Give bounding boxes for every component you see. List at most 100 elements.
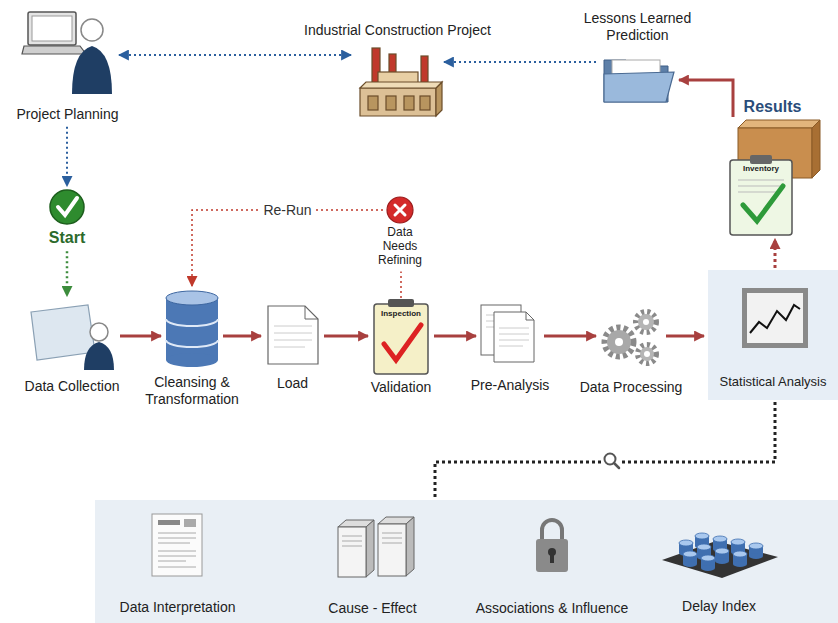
collector-icon	[31, 305, 114, 370]
documents-icon	[499, 328, 529, 346]
chart-icon	[747, 293, 803, 343]
connector	[666, 335, 704, 338]
gears-icon	[638, 345, 656, 363]
results-icon	[730, 160, 792, 235]
database-icon	[166, 353, 218, 367]
factory-icon	[386, 96, 396, 110]
node-label: Project Planning	[17, 106, 119, 123]
cylinders-icon	[749, 543, 763, 559]
chart-icon	[742, 288, 808, 348]
connector	[679, 80, 733, 117]
node-label: Cause - Effect	[328, 600, 416, 617]
connector	[120, 335, 161, 338]
reject-icon	[387, 197, 413, 223]
connector	[434, 335, 476, 338]
connector	[435, 402, 775, 498]
process-step: Cleansing & Transformation	[165, 290, 219, 366]
connector	[192, 210, 383, 286]
clipboard-icon	[384, 325, 421, 360]
connector	[544, 335, 596, 338]
node-label: Inspection	[372, 309, 430, 319]
database-icon	[166, 319, 218, 347]
results-icon	[750, 155, 772, 164]
gears-icon	[615, 338, 623, 346]
document-icon	[305, 306, 318, 319]
results-icon	[738, 120, 820, 128]
factory-icon	[360, 48, 442, 116]
report-icon	[152, 514, 202, 576]
magnifier-icon	[603, 452, 621, 470]
planner-icon	[28, 12, 76, 45]
servers-icon	[406, 517, 414, 576]
clipboard-icon	[388, 299, 414, 307]
planner-icon	[72, 46, 112, 94]
servers-icon	[378, 524, 406, 576]
connector	[66, 127, 68, 186]
gears-icon	[638, 314, 654, 330]
factory-icon	[404, 96, 414, 110]
node-label: Associations & Influence	[476, 600, 629, 617]
method-item: Associations & Influence	[537, 518, 567, 573]
collector-icon	[90, 323, 108, 341]
database-icon	[166, 291, 218, 305]
node-label: Cleansing & Transformation	[136, 374, 248, 408]
node-label: Start	[49, 228, 85, 247]
results-node: ResultsInventory	[725, 120, 820, 235]
connector	[400, 271, 402, 298]
node-label: Data Needs Refining	[375, 226, 425, 267]
cylinders-icon	[683, 551, 697, 567]
factory-icon	[368, 96, 378, 110]
padlock-icon	[536, 539, 568, 572]
database-icon	[166, 298, 218, 360]
folder-icon	[604, 60, 674, 102]
node-label: Data Interpretation	[120, 599, 236, 616]
report-icon	[184, 519, 196, 527]
gears-icon	[640, 347, 654, 361]
servers-icon	[342, 536, 362, 546]
node-label: Data Processing	[580, 379, 683, 396]
node-sublabel: Inventory	[730, 164, 792, 174]
documents-icon	[481, 305, 534, 362]
node-label: Pre-Analysis	[471, 377, 550, 394]
reject-icon	[395, 205, 405, 215]
analysis-panel-node: Statistical Analysis	[708, 270, 838, 400]
cylinders-icon	[733, 551, 747, 567]
connector	[119, 54, 351, 56]
document-icon	[268, 306, 318, 364]
factory-icon	[420, 96, 430, 110]
connector	[774, 239, 777, 268]
planner-icon	[32, 16, 72, 41]
report-icon	[158, 533, 196, 567]
padlock-icon	[536, 520, 568, 572]
lessons-node: Lessons Learned Prediction	[600, 50, 675, 105]
planner-node: Project Planning	[20, 5, 115, 100]
documents-icon	[494, 312, 534, 362]
gears-icon	[607, 330, 631, 354]
connector	[444, 61, 596, 63]
start-icon	[50, 190, 84, 224]
documents-icon	[526, 312, 534, 320]
analysis-panel	[708, 270, 838, 400]
method-item: Delay Index	[660, 520, 778, 580]
connector	[324, 335, 368, 338]
chart-icon	[742, 288, 808, 348]
process-step: InspectionValidation	[372, 300, 430, 375]
connector	[223, 335, 261, 338]
servers-icon	[338, 517, 414, 577]
node-label: Industrial Construction Project	[304, 22, 491, 39]
connector	[66, 251, 69, 296]
servers-icon	[366, 520, 374, 577]
connector-label: Re-Run	[260, 202, 314, 218]
method-item: Cause - Effect	[330, 515, 415, 580]
collector-icon	[84, 342, 114, 370]
report-icon	[158, 520, 180, 525]
node-sublabel: Validation	[371, 379, 431, 396]
process-step: Load	[265, 305, 320, 365]
gears-icon	[636, 312, 656, 332]
servers-icon	[338, 527, 366, 577]
collector-icon	[31, 305, 95, 360]
servers-icon	[382, 533, 402, 543]
planner-icon	[22, 46, 86, 54]
magnifier-icon	[614, 463, 619, 468]
